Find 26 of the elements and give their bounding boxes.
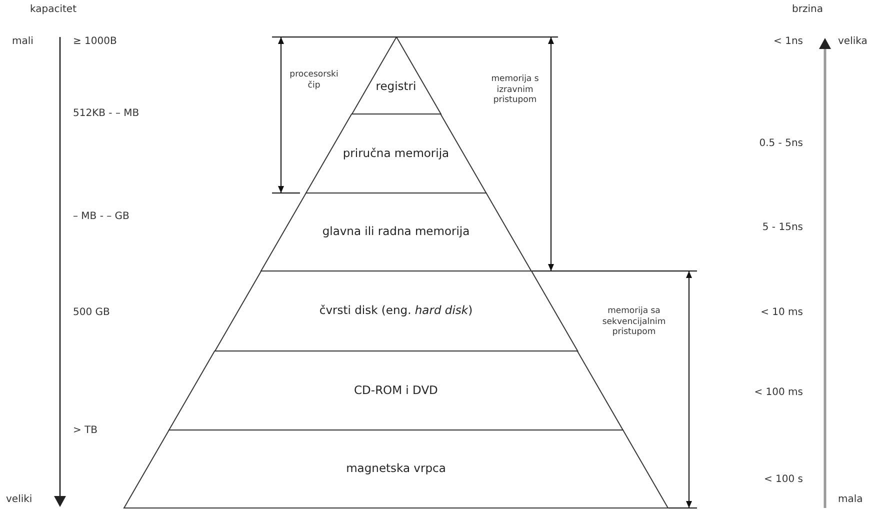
tier-label: čvrsti disk (eng. hard disk) xyxy=(319,303,473,319)
capacity-value: > TB xyxy=(73,424,98,438)
bracket-label: procesorski čip xyxy=(288,69,340,91)
access-time: < 10 ms xyxy=(760,306,803,320)
tier-label: CD-ROM i DVD xyxy=(354,382,438,398)
capacity-value: 500 GB xyxy=(73,306,110,320)
tier-label: magnetska vrpca xyxy=(346,461,446,477)
bracket-label: memorija sa sekvencijalnim pristupom xyxy=(601,306,667,338)
scale-end-label: mala xyxy=(838,494,863,506)
tier-label: priručna memorija xyxy=(342,146,450,162)
scale-end-label: velika xyxy=(838,36,868,48)
access-time: < 100 s xyxy=(762,474,803,486)
scale-end-label: veliki xyxy=(6,494,32,506)
tier-label: glavna ili radna memorija xyxy=(322,224,470,240)
capacity-value: ≥ 1000B xyxy=(73,36,117,48)
capacity-value: – MB - – GB xyxy=(73,210,130,224)
capacity-value: 512KB - – MB xyxy=(73,108,140,120)
access-time: < 1ns xyxy=(772,36,803,48)
scale-end-label: mali xyxy=(12,36,34,48)
bracket-label: memorija s izravnim pristupom xyxy=(490,74,540,106)
axis-label: brzina xyxy=(792,4,823,16)
access-time: < 100 ms xyxy=(753,386,803,400)
access-time: 0.5 - 5ns xyxy=(758,138,803,150)
axis-label: kapacitet xyxy=(30,4,76,16)
access-time: 5 - 15ns xyxy=(761,222,803,234)
tier-label: registri xyxy=(376,78,416,94)
